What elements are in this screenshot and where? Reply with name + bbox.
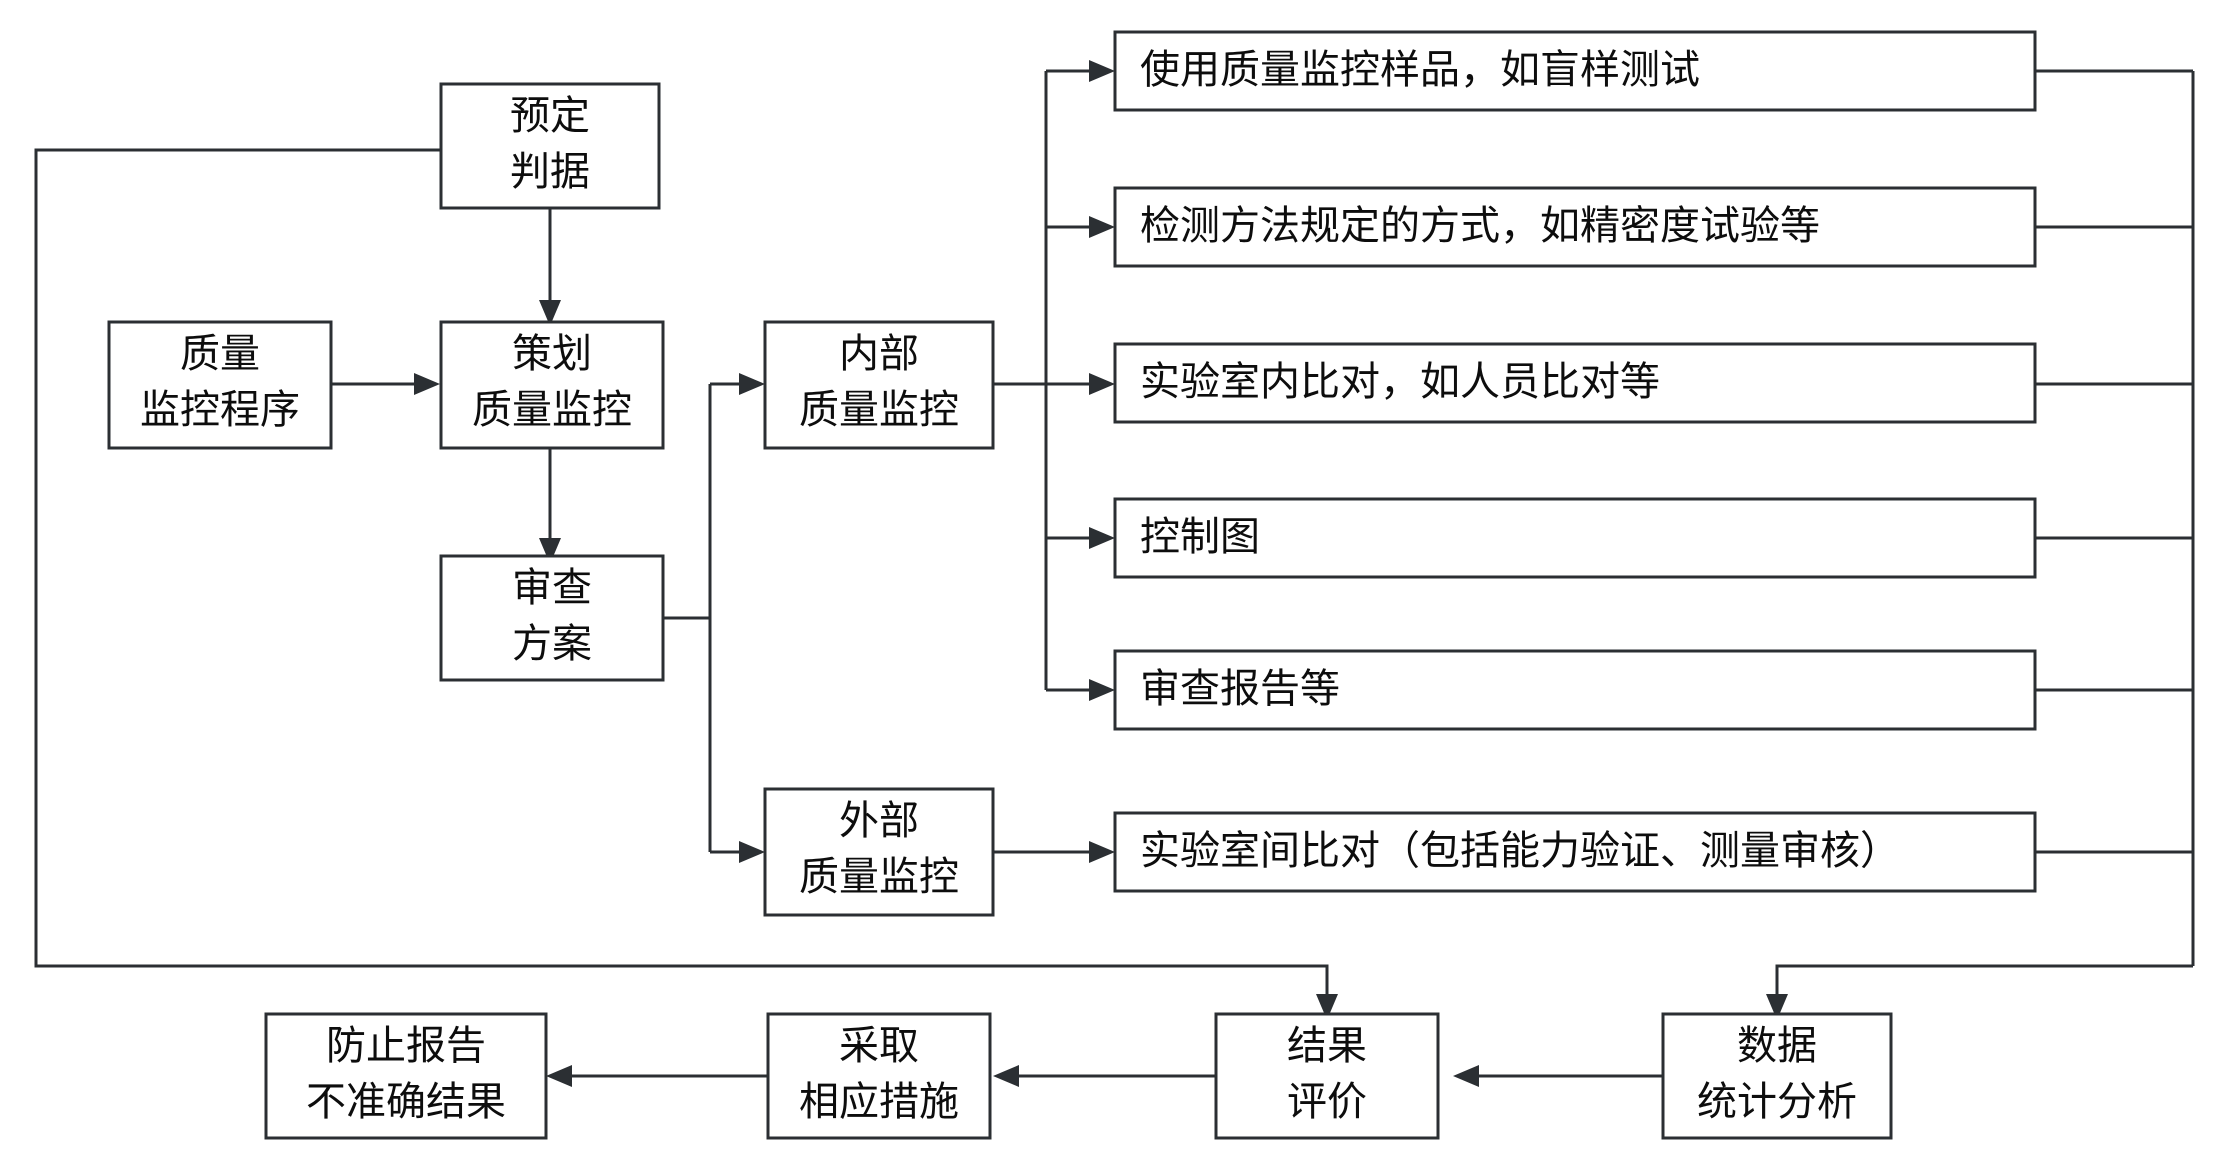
node-external-quality-control[interactable]: 外部 质量监控 (763, 787, 995, 917)
detail-control-chart-box[interactable] (1113, 497, 2037, 579)
quality-control-procedure-box[interactable] (107, 320, 333, 450)
plan-quality-control-line1: 策划 (512, 331, 592, 377)
connectors (34, 60, 2195, 1087)
arrow-split-to-external (739, 841, 765, 863)
arrow-result-to-measures (993, 1065, 1019, 1087)
node-predetermined-criteria[interactable]: 预定 判据 (439, 82, 661, 210)
detail-review-report-box[interactable] (1113, 649, 2037, 731)
node-internal-quality-control[interactable]: 内部 质量监控 (763, 320, 995, 450)
detail-qc-samples-box[interactable] (1113, 30, 2037, 112)
arrow-plan-to-review (539, 538, 561, 564)
detail-qc-samples-label: 使用质量监控样品，如盲样测试 (1140, 47, 1700, 93)
take-measures-box[interactable] (766, 1012, 992, 1140)
internal-quality-control-line1: 内部 (839, 331, 919, 377)
node-detail-interlab[interactable]: 实验室间比对（包括能力验证、测量审核） (1113, 811, 2037, 893)
detail-control-chart-label: 控制图 (1140, 514, 1260, 560)
arrow-fanout-to-detail-2 (1089, 216, 1115, 238)
take-measures-line2: 相应措施 (799, 1079, 959, 1125)
detail-method-specified-label: 检测方法规定的方式，如精密度试验等 (1140, 203, 1820, 249)
detail-intralab-label: 实验室内比对，如人员比对等 (1140, 359, 1660, 405)
data-statistics-box[interactable] (1661, 1012, 1893, 1140)
arrow-collector-to-data-stats (1766, 994, 1788, 1020)
predetermined-criteria-line2: 判据 (510, 149, 590, 195)
plan-quality-control-line2: 质量监控 (472, 387, 632, 433)
take-measures-line1: 采取 (839, 1023, 919, 1069)
plan-quality-control-box[interactable] (439, 320, 665, 450)
predetermined-criteria-box[interactable] (439, 82, 661, 210)
internal-quality-control-box[interactable] (763, 320, 995, 450)
arrow-fanout-to-detail-3 (1089, 373, 1115, 395)
node-prevent-report[interactable]: 防止报告 不准确结果 (264, 1012, 548, 1140)
review-plan-line1: 审查 (512, 565, 592, 611)
data-statistics-line2: 统计分析 (1697, 1079, 1857, 1125)
node-detail-control-chart[interactable]: 控制图 (1113, 497, 2037, 579)
arrow-external-to-detail-6 (1089, 841, 1115, 863)
arrow-feedback-into-result (1316, 994, 1338, 1020)
node-review-plan[interactable]: 审查 方案 (439, 554, 665, 682)
prevent-report-line2: 不准确结果 (306, 1079, 506, 1125)
result-evaluation-box[interactable] (1214, 1012, 1440, 1140)
detail-interlab-box[interactable] (1113, 811, 2037, 893)
arrow-fanout-to-detail-5 (1089, 679, 1115, 701)
review-plan-box[interactable] (439, 554, 665, 682)
detail-review-report-label: 审查报告等 (1140, 666, 1340, 712)
quality-control-procedure-line2: 监控程序 (140, 387, 300, 433)
detail-intralab-box[interactable] (1113, 342, 2037, 424)
arrow-measures-to-prevent (546, 1065, 572, 1087)
arrow-criteria-to-plan (539, 300, 561, 326)
predetermined-criteria-line1: 预定 (510, 93, 590, 139)
connector-collector-to-data-stats (1775, 964, 2193, 1006)
node-result-evaluation[interactable]: 结果 评价 (1214, 1012, 1440, 1140)
detail-interlab-label: 实验室间比对（包括能力验证、测量审核） (1140, 828, 1900, 874)
node-data-statistics[interactable]: 数据 统计分析 (1661, 1012, 1893, 1140)
arrow-data-stats-to-result (1453, 1065, 1479, 1087)
node-detail-method-specified[interactable]: 检测方法规定的方式，如精密度试验等 (1113, 186, 2037, 268)
internal-quality-control-line2: 质量监控 (799, 387, 959, 433)
external-quality-control-line1: 外部 (839, 798, 919, 844)
arrow-split-to-internal (739, 373, 765, 395)
review-plan-line2: 方案 (512, 621, 592, 667)
connector-feedback-loop (34, 148, 1329, 1006)
node-plan-quality-control[interactable]: 策划 质量监控 (439, 320, 665, 450)
arrow-fanout-to-detail-1 (1089, 60, 1115, 82)
node-take-measures[interactable]: 采取 相应措施 (766, 1012, 992, 1140)
node-detail-qc-samples[interactable]: 使用质量监控样品，如盲样测试 (1113, 30, 2037, 112)
result-evaluation-line2: 评价 (1287, 1079, 1367, 1125)
result-evaluation-line1: 结果 (1287, 1023, 1367, 1069)
node-detail-review-report[interactable]: 审查报告等 (1113, 649, 2037, 731)
quality-control-procedure-line1: 质量 (180, 331, 260, 377)
data-statistics-line1: 数据 (1737, 1023, 1817, 1069)
arrow-fanout-to-detail-4 (1089, 527, 1115, 549)
external-quality-control-box[interactable] (763, 787, 995, 917)
detail-method-specified-box[interactable] (1113, 186, 2037, 268)
node-detail-intralab[interactable]: 实验室内比对，如人员比对等 (1113, 342, 2037, 424)
external-quality-control-line2: 质量监控 (799, 854, 959, 900)
arrow-procedure-to-plan (414, 373, 440, 395)
prevent-report-line1: 防止报告 (326, 1023, 486, 1069)
prevent-report-box[interactable] (264, 1012, 548, 1140)
node-quality-control-procedure[interactable]: 质量 监控程序 (107, 320, 333, 450)
